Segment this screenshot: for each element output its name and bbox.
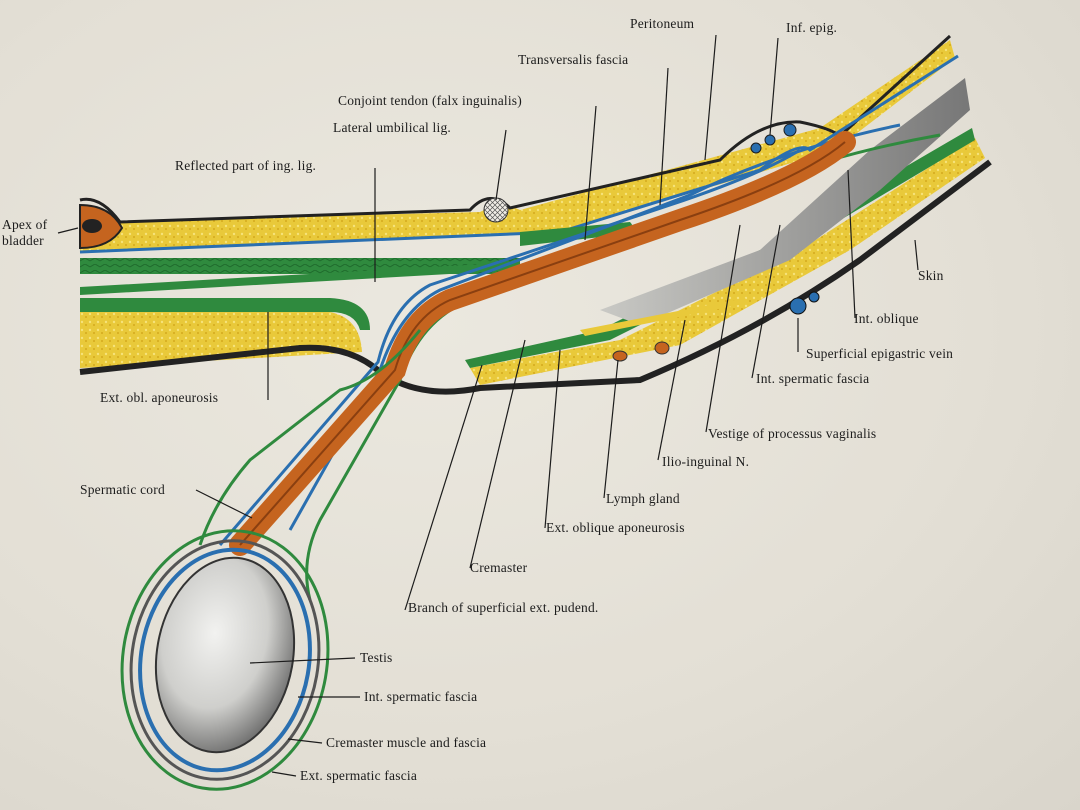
lateral-umbilical-ligament: [483, 197, 509, 223]
label-apex-of: Apex of: [2, 217, 48, 232]
label-peritoneum: Peritoneum: [630, 16, 695, 31]
inf-epig-vessel-2: [764, 134, 776, 146]
label-int-oblique: Int. oblique: [854, 311, 919, 326]
label-reflected-part: Reflected part of ing. lig.: [175, 158, 317, 173]
subcutaneous-fat-right: [470, 138, 985, 385]
inf-epig-vessel-1: [750, 142, 762, 154]
lymph-gland-1: [612, 350, 628, 362]
label-ext-obl-aponeurosis: Ext. obl. aponeurosis: [100, 390, 219, 405]
ext-spermatic-fascia-ring: [120, 529, 330, 791]
label-inf-epig: Inf. epig.: [786, 20, 838, 35]
testis: [154, 556, 296, 754]
label-conjoint-tendon: Conjoint tendon (falx inguinalis): [338, 93, 522, 108]
label-ilio-inguinal: Ilio-inguinal N.: [662, 454, 750, 469]
label-branch-superficial-pudend: Branch of superficial ext. pudend.: [408, 600, 599, 615]
skin-line: [79, 159, 992, 395]
label-ext-spermatic-fascia: Ext. spermatic fascia: [300, 768, 418, 783]
superficial-epigastric-vein: [789, 297, 807, 315]
label-superficial-epigastric-vein: Superficial epigastric vein: [806, 346, 954, 361]
label-cremaster: Cremaster: [470, 560, 528, 575]
label-ext-oblique-aponeurosis: Ext. oblique aponeurosis: [546, 520, 685, 535]
inf-epig-vessel-3: [783, 123, 797, 137]
label-testis: Testis: [360, 650, 393, 665]
ext-obl-green-left: [80, 298, 370, 330]
lymph-gland-2: [654, 341, 670, 355]
label-lateral-umbilical-lig: Lateral umbilical lig.: [333, 120, 451, 135]
label-int-spermatic-fascia-upper: Int. spermatic fascia: [756, 371, 870, 386]
label-vestige-processus-vaginalis: Vestige of processus vaginalis: [708, 426, 877, 441]
label-skin: Skin: [918, 268, 944, 283]
label-int-spermatic-fascia-lower: Int. spermatic fascia: [364, 689, 478, 704]
leader-lines: [57, 34, 919, 777]
cord-inner-green: [198, 329, 422, 546]
preperitoneal-fat-band: [80, 40, 955, 252]
subcutaneous-fat-left: [80, 312, 362, 368]
cremaster-ring: [129, 539, 321, 781]
int-oblique-muscle: [600, 78, 970, 325]
peritoneum-line: [79, 34, 952, 224]
cord-inner-blue: [218, 148, 801, 546]
label-transversalis-fascia: Transversalis fascia: [518, 52, 629, 67]
label-bladder: bladder: [2, 233, 44, 248]
int-spermatic-fascia-ring: [138, 547, 312, 773]
label-lymph-gland: Lymph gland: [606, 491, 680, 506]
label-spermatic-cord: Spermatic cord: [80, 482, 165, 497]
label-cremaster-muscle-fascia: Cremaster muscle and fascia: [326, 735, 487, 750]
